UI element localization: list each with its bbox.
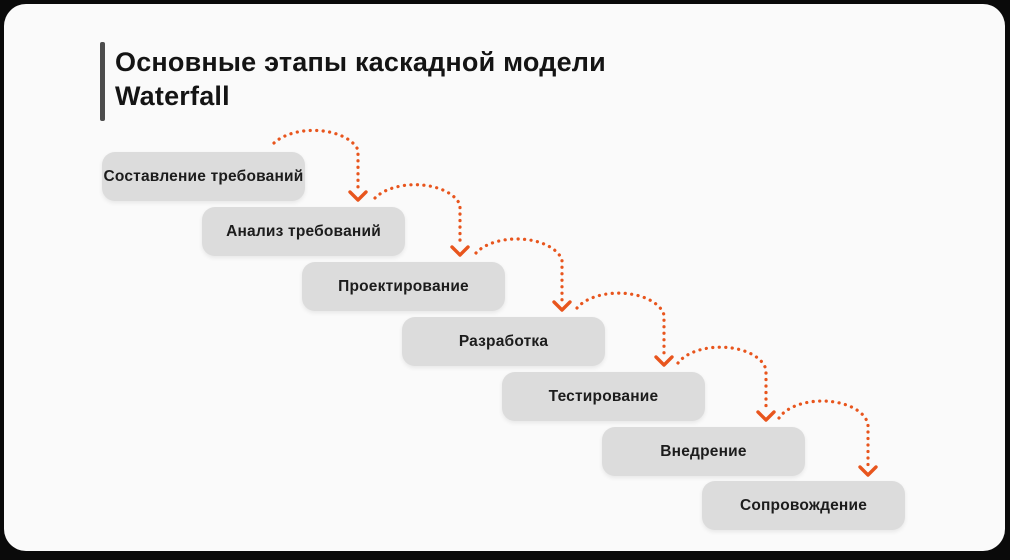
stage-deployment: Внедрение — [602, 427, 805, 476]
title-accent-bar — [100, 42, 105, 121]
stage-design: Проектирование — [302, 262, 505, 311]
stage-development: Разработка — [402, 317, 605, 366]
stage-maintenance: Сопровождение — [702, 481, 905, 530]
stage-requirements-gathering: Составление требований — [102, 152, 305, 201]
stage-requirements-analysis: Анализ требований — [202, 207, 405, 256]
page-title: Основные этапы каскадной модели Waterfal… — [115, 45, 606, 113]
page-title-line1: Основные этапы каскадной модели — [115, 47, 606, 77]
stage-testing: Тестирование — [502, 372, 705, 421]
page-title-line2: Waterfall — [115, 81, 230, 111]
diagram-card: Основные этапы каскадной модели Waterfal… — [4, 4, 1005, 551]
